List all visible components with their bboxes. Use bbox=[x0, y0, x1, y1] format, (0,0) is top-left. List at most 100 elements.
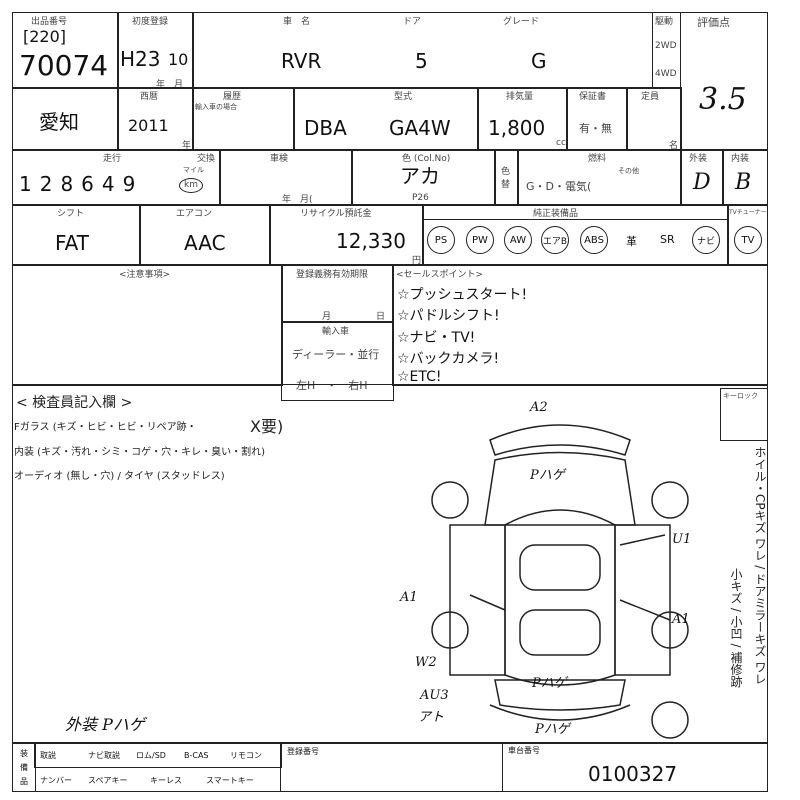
warranty-cell: 保証書 有・無 bbox=[566, 87, 628, 151]
ac-label: エアコン bbox=[176, 209, 213, 219]
mark-atto: アト bbox=[418, 710, 445, 725]
equip-remote: リモコン bbox=[230, 751, 262, 760]
mark-w2: W2 bbox=[415, 655, 437, 670]
equip-leather: 革 bbox=[626, 235, 637, 248]
color-change-cell: 色替 bbox=[494, 149, 519, 206]
wheel-rear-left bbox=[431, 611, 469, 649]
first-reg-label: 初度登録 bbox=[132, 17, 169, 27]
prefecture: 愛知 bbox=[39, 110, 79, 134]
shift: FAT bbox=[55, 231, 90, 255]
interior-label: 内装 bbox=[731, 154, 750, 164]
car-name-label: 車 名 bbox=[283, 17, 311, 27]
model-prefix: DBA bbox=[304, 116, 347, 140]
displacement-label: 排気量 bbox=[506, 92, 534, 102]
exterior-grade: D bbox=[693, 170, 711, 195]
reg-number-cell: 登録番号 bbox=[280, 742, 503, 792]
fuel-label: 燃料 bbox=[588, 154, 607, 164]
history-sub: 輸入車の場合 bbox=[195, 103, 237, 111]
equip-rom-sd: ロム/SD bbox=[136, 751, 166, 760]
notes-cell: <注意事項> bbox=[12, 264, 283, 386]
equip-spare-key: スペアキー bbox=[88, 776, 128, 785]
grade-label: グレード bbox=[503, 17, 540, 27]
wheel-rear-right bbox=[651, 611, 689, 649]
equip-bcas: B-CAS bbox=[184, 751, 209, 760]
lot-prefix: [220] bbox=[23, 27, 67, 46]
year-cell: 西暦 2011 年 bbox=[117, 87, 194, 151]
sale-points-cell: <セールスポイント> bbox=[392, 264, 768, 386]
fuel-cell: 燃料 G・D・電気( その他 bbox=[517, 149, 682, 206]
first-reg-cell: 初度登録 H23 10 年 月 bbox=[117, 12, 194, 90]
mark-a2: A2 bbox=[530, 400, 548, 415]
rear-bumper-outline bbox=[489, 704, 631, 721]
mark-rear-p: Pハゲ bbox=[532, 676, 567, 691]
equip-manual: 取説 bbox=[40, 751, 56, 760]
doors: 5 bbox=[415, 49, 428, 73]
car-diagram bbox=[431, 424, 689, 739]
meter-swap: 交換 bbox=[197, 154, 216, 164]
equip-navi-manual: ナビ取説 bbox=[88, 751, 120, 760]
model-label: 型式 bbox=[394, 92, 413, 102]
mark-bumper-p: Pハゲ bbox=[535, 722, 570, 737]
right-side-outline bbox=[614, 524, 671, 676]
audio-tire-note: オーディオ (無し・穴) / タイヤ (スタッドレス) bbox=[14, 471, 225, 482]
fuel: G・D・電気( bbox=[526, 180, 592, 193]
year-label: 西暦 bbox=[140, 92, 159, 102]
inspection-unit: 年 月( bbox=[282, 195, 313, 205]
equip-pw: PW bbox=[466, 226, 494, 254]
cabin-outline bbox=[504, 509, 616, 686]
month-day: 月 日 bbox=[322, 312, 386, 322]
capacity-label: 定員 bbox=[641, 92, 660, 102]
yen-unit: 円 bbox=[412, 256, 422, 266]
lot-number: 70074 bbox=[19, 49, 109, 82]
inspector-title: < 検査員記入欄 > bbox=[16, 395, 133, 411]
exterior-label: 外装 bbox=[689, 154, 708, 164]
grade: G bbox=[531, 49, 547, 73]
lot-label: 出品番号 bbox=[31, 17, 68, 27]
drive-2wd: 2WD bbox=[655, 41, 677, 51]
exterior-grade-cell: 外装 D bbox=[680, 149, 724, 206]
color-number: P26 bbox=[412, 193, 429, 203]
ac: AAC bbox=[184, 231, 226, 255]
year-month-unit: 年 月 bbox=[156, 80, 184, 90]
mileage: 128649 bbox=[19, 172, 144, 196]
equip-airbag: エアB bbox=[541, 226, 569, 254]
spare-tire bbox=[651, 701, 689, 739]
reg-expiry-cell: 登録義務有効期限 月 日 bbox=[281, 264, 394, 323]
glass-mark: X要) bbox=[250, 417, 284, 436]
keylock-label: キーロック bbox=[723, 392, 758, 400]
drive-4wd: 4WD bbox=[655, 69, 677, 79]
sale-point: ☆プッシュスタート! bbox=[397, 287, 528, 303]
inspector-section bbox=[12, 384, 768, 744]
score-cell: 評価点 3.5 bbox=[680, 12, 768, 151]
sale-point: ☆ナビ・TV! bbox=[397, 330, 476, 346]
tuner-cell: TVチューナー TV bbox=[727, 204, 768, 266]
interior-grade: B bbox=[735, 170, 752, 195]
km-unit: km bbox=[179, 178, 203, 193]
year-unit: 年 bbox=[182, 141, 192, 151]
capacity-cell: 定員 名 bbox=[626, 87, 682, 151]
footer-equip-top bbox=[34, 742, 282, 768]
mark-line bbox=[619, 599, 671, 621]
first-reg: H23 bbox=[120, 47, 161, 71]
warranty-label: 保証書 bbox=[579, 92, 607, 102]
door-label: ドア bbox=[403, 17, 422, 27]
dealer: ディーラー・並行 bbox=[292, 348, 380, 361]
drive-label: 駆動 bbox=[655, 17, 674, 27]
glass-note: Fガラス (キズ・ヒビ・ヒビ・リペア跡・ bbox=[14, 422, 197, 433]
score-label: 評価点 bbox=[697, 16, 730, 29]
roof-outline bbox=[519, 544, 601, 591]
recycle: 12,330 bbox=[336, 229, 406, 253]
mark-au3: AU3 bbox=[420, 688, 449, 703]
inspection-cell: 車検 年 月( bbox=[219, 149, 353, 206]
keylock-cell: キーロック bbox=[720, 388, 768, 441]
lot-cell: 出品番号 [220] 70074 bbox=[12, 12, 119, 89]
equip-ps: PS bbox=[427, 226, 455, 254]
ac-cell: エアコン AAC bbox=[139, 204, 271, 266]
import-label: 輸入車 bbox=[322, 327, 350, 337]
equip-abs: ABS bbox=[580, 226, 608, 254]
car-name-cell: 車 名 RVR ドア 5 グレード G bbox=[192, 12, 653, 89]
exterior-note: 外装 Pハゲ bbox=[65, 715, 145, 734]
equipment-label: 純正装備品 bbox=[533, 209, 579, 219]
model-cell: 型式 DBA GA4W bbox=[293, 87, 479, 151]
equip-keyless: キーレス bbox=[150, 776, 182, 785]
